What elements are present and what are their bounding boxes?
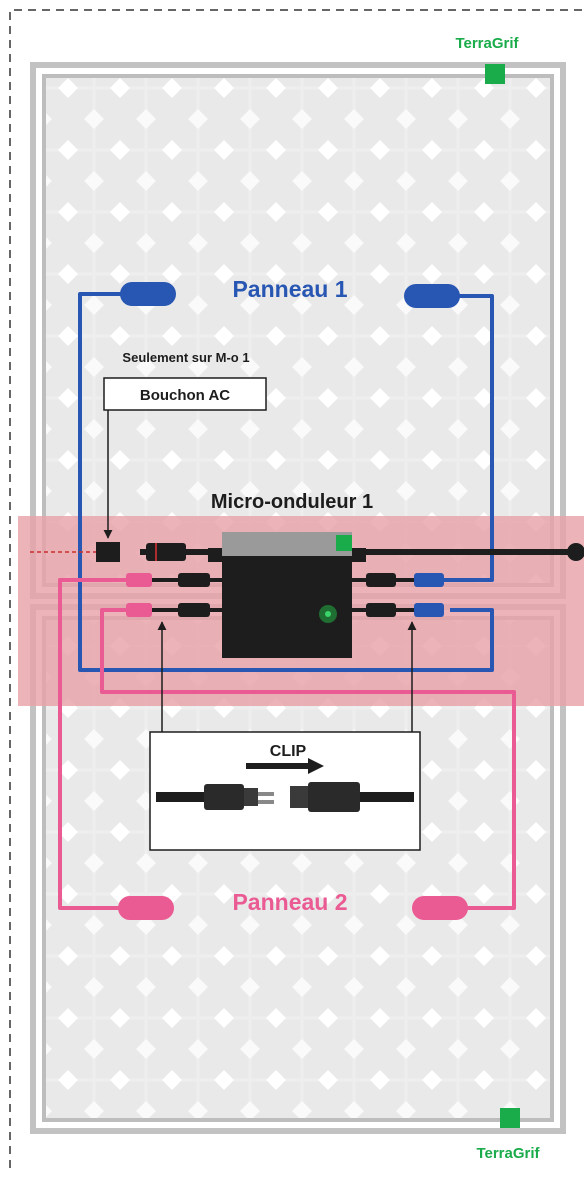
dc-connector-b (178, 603, 210, 617)
micro-inverter (208, 532, 366, 658)
ac-connector (146, 543, 186, 561)
ac-cap-connector (96, 542, 120, 562)
clip-label: CLIP (270, 743, 307, 760)
pink-connector-a (126, 573, 152, 587)
micro-inverter-label: Micro-onduleur 1 (211, 491, 373, 513)
dashed-boundary (9, 9, 582, 1168)
pink-connector-b (126, 603, 152, 617)
panel-2-label: Panneau 2 (232, 889, 347, 915)
panel-1-label: Panneau 1 (232, 276, 347, 302)
panel-1-junction-right (404, 284, 460, 308)
panel-2-wiring (58, 578, 516, 910)
panel-1-junction-left (120, 282, 176, 306)
ac-cap-label: Bouchon AC (140, 387, 230, 404)
blue-connector-b (414, 603, 444, 617)
dc-connector-c (366, 573, 396, 587)
ac-trunk-end (567, 543, 584, 561)
dc-connector-a (178, 573, 210, 587)
mo1-note: Seulement sur M-o 1 (122, 350, 249, 365)
panel-2-junction-left (118, 896, 174, 920)
panel-2-junction-right (412, 896, 468, 920)
dc-connector-d (366, 603, 396, 617)
brand-label-top: TerraGrif (455, 35, 519, 52)
panel-1-wiring (78, 292, 494, 672)
blue-connector-a (414, 573, 444, 587)
ac-cap-callout (103, 377, 267, 411)
brand-label-bottom: TerraGrif (476, 1145, 540, 1162)
terragrif-clip-top (485, 64, 505, 84)
terragrif-clip-bottom (500, 1108, 520, 1128)
clip-callout (149, 621, 421, 851)
solar-panel-1 (30, 62, 566, 599)
